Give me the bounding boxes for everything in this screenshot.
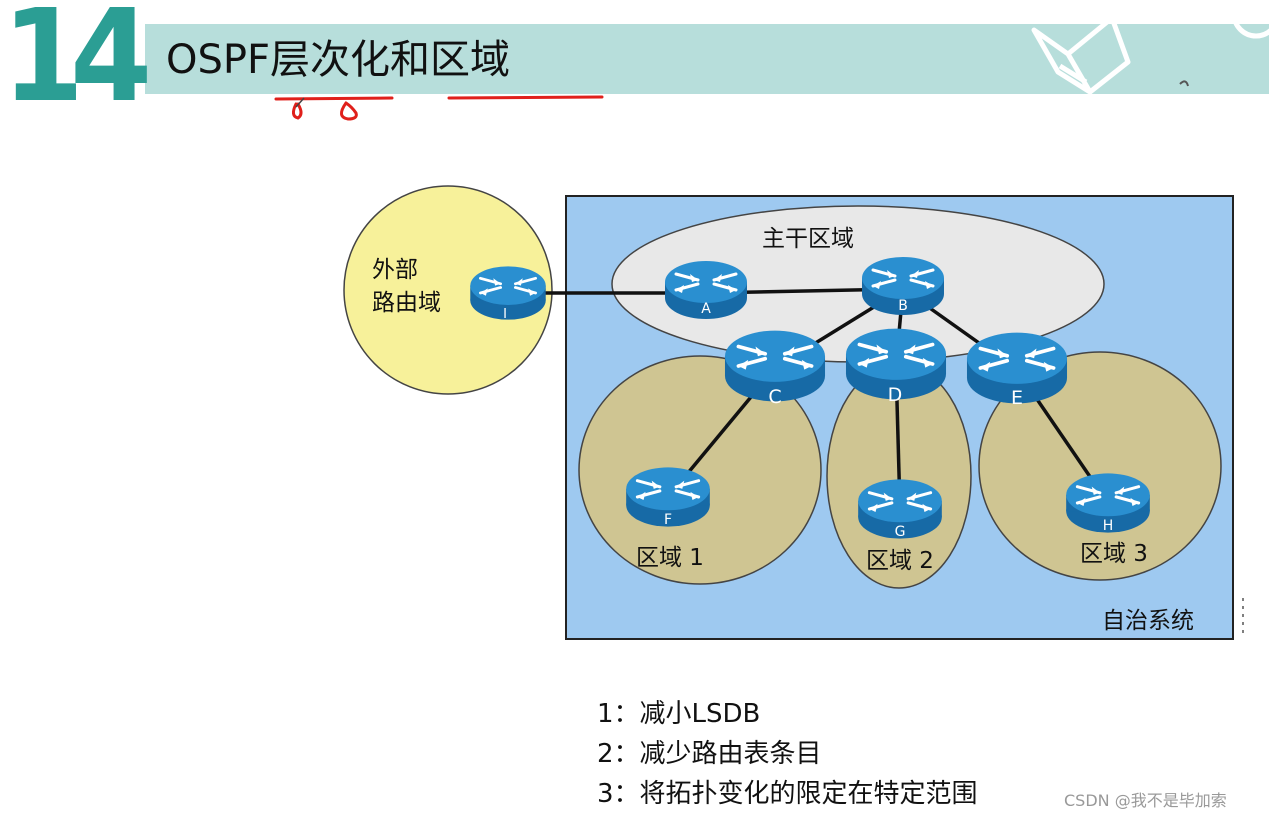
open-book-icon	[1031, 0, 1269, 95]
router-label-a: A	[701, 301, 711, 317]
slide-title: OSPF层次化和区域	[166, 37, 511, 83]
external-domain-label-2: 路由域	[372, 290, 441, 316]
router-label-h: H	[1103, 518, 1114, 534]
slide-number: 14	[2, 0, 152, 131]
backbone-area-label: 主干区域	[762, 226, 854, 252]
router-label-f: F	[664, 512, 672, 528]
autonomous-system-label: 自治系统	[1102, 608, 1194, 634]
router-label-d: D	[888, 384, 903, 406]
benefit-item-3: 3：将拓扑变化的限定在特定范围	[597, 779, 978, 809]
area-1	[578, 355, 822, 585]
area-3	[978, 351, 1222, 581]
router-label-c: C	[768, 386, 781, 408]
csdn-watermark: CSDN @我不是毕加索	[1064, 791, 1227, 810]
router-label-b: B	[898, 298, 908, 314]
benefits-list: 1：减小LSDB 2：减少路由表条目 3：将拓扑变化的限定在特定范围	[597, 694, 978, 814]
router-label-i: I	[503, 307, 507, 322]
benefit-item-2: 2：减少路由表条目	[597, 739, 822, 769]
router-label-e: E	[1011, 387, 1023, 409]
area-2-label: 区域 2	[866, 548, 934, 574]
external-routing-domain	[343, 185, 553, 395]
benefit-item-1: 1：减小LSDB	[597, 699, 761, 729]
area-3-label: 区域 3	[1080, 541, 1148, 567]
external-domain-label-1: 外部	[372, 257, 418, 283]
router-i-icon	[468, 264, 548, 322]
router-label-g: G	[895, 524, 906, 540]
area-1-label: 区域 1	[636, 545, 704, 571]
